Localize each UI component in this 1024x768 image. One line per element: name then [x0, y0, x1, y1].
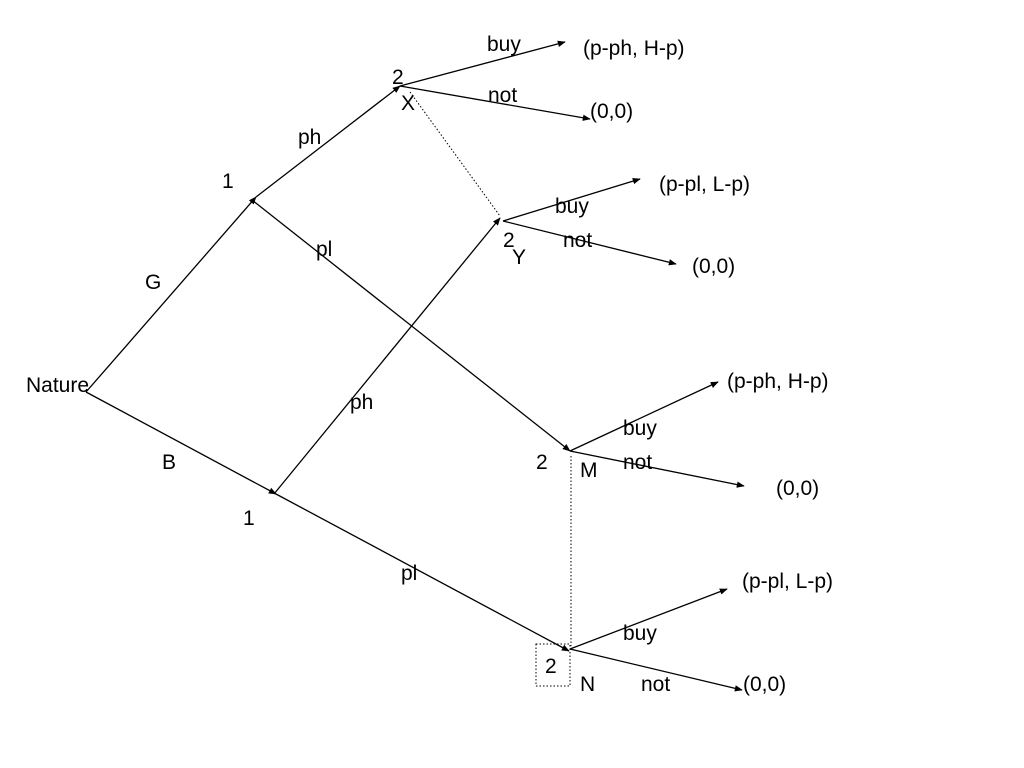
payoff-m-not: (0,0) — [776, 477, 819, 500]
payoff-y-buy: (p-pl, L-p) — [659, 173, 750, 196]
edge-n-not — [569, 648, 743, 692]
edge-bad-label: B — [162, 451, 176, 474]
edge-m-not — [569, 450, 745, 488]
payoff-n-buy: (p-pl, L-p) — [742, 570, 833, 593]
edge-good-ph — [255, 85, 401, 198]
edge-y-not — [502, 220, 677, 266]
edge-x-not-label: not — [488, 84, 517, 107]
edge-bad-pl-label: pl — [401, 562, 417, 585]
consumer-x-player-label: 2 — [392, 66, 404, 89]
consumer-y-name-label: Y — [512, 246, 526, 269]
payoff-x-not: (0,0) — [590, 100, 633, 123]
edge-m-not-label: not — [623, 451, 652, 474]
information-set-x-y — [409, 91, 501, 217]
edge-n-buy — [569, 588, 728, 650]
edge-good-pl-label: pl — [316, 238, 332, 261]
nature-label: Nature — [26, 374, 89, 397]
payoff-x-buy: (p-ph, H-p) — [583, 37, 685, 60]
payoff-n-not: (0,0) — [743, 673, 786, 696]
edge-n-buy-label: buy — [623, 622, 657, 645]
firm-bad-node-label: 1 — [243, 507, 255, 530]
edge-nature-bad — [85, 391, 277, 495]
edge-m-buy — [569, 381, 719, 452]
edge-bad-pl — [275, 493, 570, 652]
consumer-n-player-label: 2 — [545, 655, 557, 678]
firm-good-node-label: 1 — [222, 170, 234, 193]
edge-nature-good — [85, 196, 257, 393]
edge-good-pl — [251, 199, 571, 452]
consumer-m-player-label: 2 — [536, 451, 548, 474]
payoff-m-buy: (p-ph, H-p) — [727, 370, 829, 393]
consumer-y-player-label: 2 — [503, 229, 515, 252]
consumer-m-name-label: M — [580, 459, 598, 482]
node-n-marker-box — [535, 643, 571, 687]
edge-y-not-label: not — [563, 229, 592, 252]
edge-x-not — [399, 85, 591, 121]
edge-y-buy — [502, 178, 641, 222]
edge-m-buy-label: buy — [623, 417, 657, 440]
edge-n-not-label: not — [641, 673, 670, 696]
edge-bad-ph-label: ph — [350, 391, 373, 414]
consumer-n-name-label: N — [580, 673, 595, 696]
edge-good-label: G — [145, 271, 161, 294]
edge-bad-ph — [273, 217, 501, 495]
edge-good-ph-label: ph — [298, 126, 321, 149]
edge-y-buy-label: buy — [555, 195, 589, 218]
payoff-y-not: (0,0) — [692, 255, 735, 278]
consumer-x-name-label: X — [401, 92, 415, 115]
edge-x-buy-label: buy — [487, 33, 521, 56]
edge-x-buy — [399, 40, 566, 87]
